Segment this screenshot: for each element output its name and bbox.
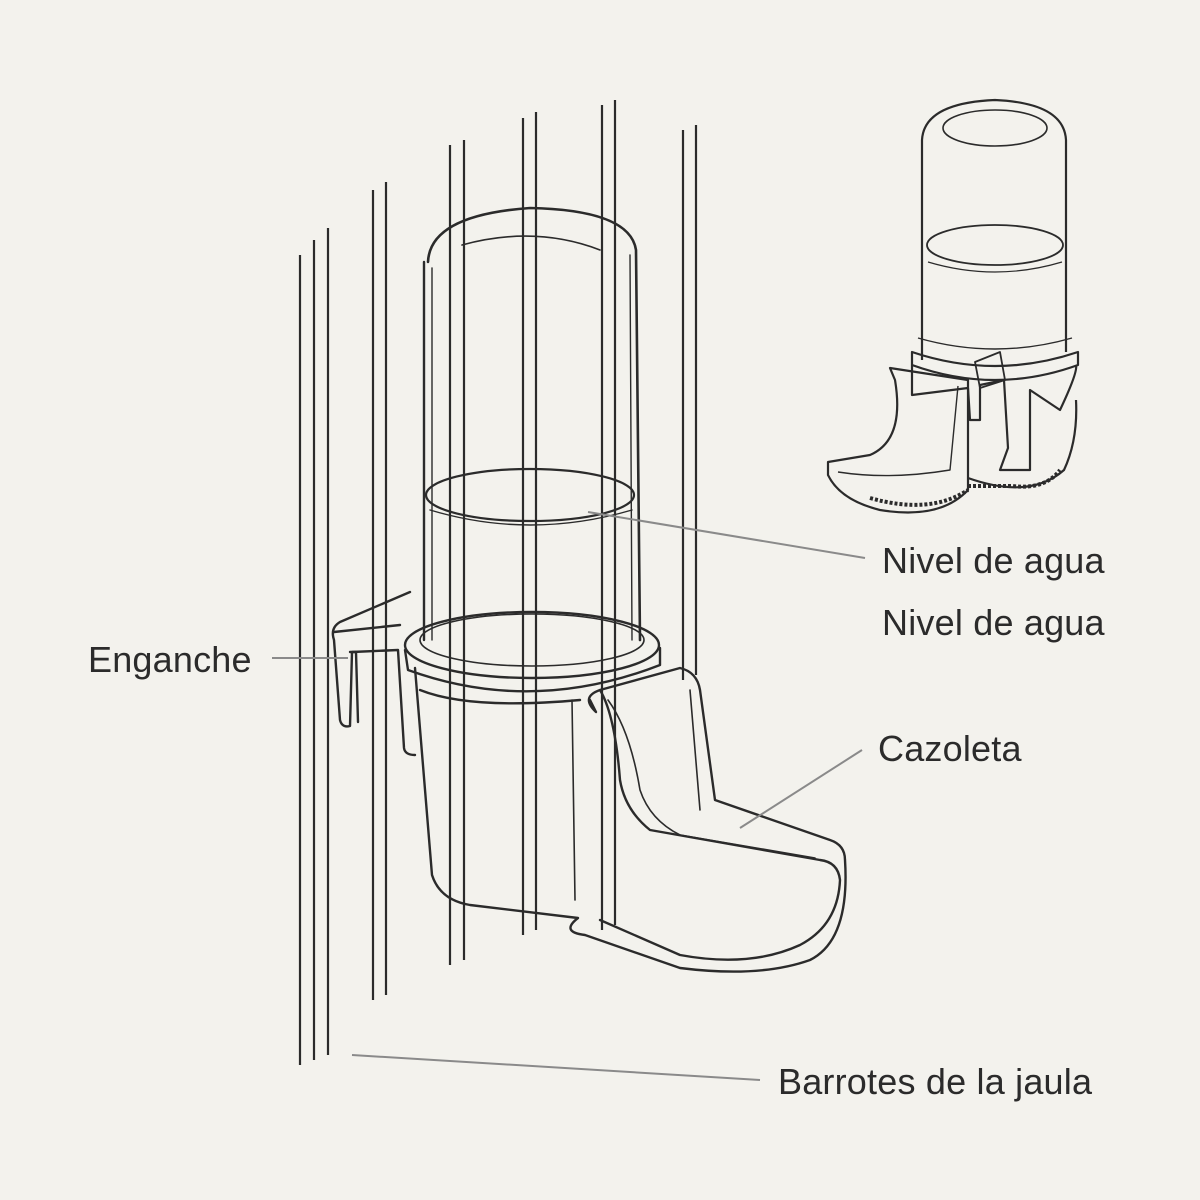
- bottle-top-inner: [461, 235, 601, 251]
- bottle-base-ring-inner: [419, 613, 645, 667]
- leader-lines: [272, 511, 866, 1081]
- hook-top: [332, 623, 402, 634]
- label-barrotes: Barrotes de la jaula: [778, 1061, 1093, 1102]
- main-waterer: [331, 206, 847, 973]
- inset-collar: [910, 350, 1080, 382]
- water-level-ellipse: [424, 467, 636, 523]
- bottle-inner-wall: [629, 254, 633, 641]
- inset-dish-inner: [837, 385, 959, 477]
- dish-side: [689, 689, 701, 811]
- hook-outline: [331, 590, 417, 757]
- inset-bottle-top: [942, 109, 1048, 147]
- cage-bars: [298, 100, 698, 1065]
- leader-barrotes: [351, 1054, 761, 1081]
- dish-inner: [607, 699, 816, 859]
- inset-bottle: [920, 98, 1068, 360]
- base-front: [418, 688, 582, 705]
- inset-section-hatch: [869, 468, 1062, 507]
- leader-cazoleta: [739, 749, 863, 829]
- collar: [403, 646, 662, 693]
- label-nivel-agua: Nivel de agua: [882, 540, 1105, 581]
- base-body: [413, 666, 847, 973]
- base-edge: [571, 699, 576, 901]
- inset-water-back: [927, 261, 1063, 273]
- inset-collar-inner: [917, 337, 1073, 350]
- bottle-base-ring: [403, 610, 661, 680]
- inset-base-bottom: [967, 399, 1078, 489]
- label-nivel-agua-repeat: Nivel de agua: [882, 602, 1105, 643]
- inset-dish: [826, 366, 970, 514]
- leader-nivel-agua: [587, 511, 866, 559]
- inset-valve: [974, 351, 1006, 389]
- inset-base: [910, 364, 1078, 472]
- inset-waterer: [826, 98, 1080, 514]
- bottle-outline: [426, 206, 642, 642]
- hook-inner: [348, 650, 360, 724]
- label-cazoleta: Cazoleta: [878, 728, 1022, 769]
- label-enganche: Enganche: [88, 639, 252, 680]
- dish-rim: [598, 688, 842, 961]
- water-level-back: [429, 509, 633, 526]
- inset-water-level: [926, 224, 1064, 266]
